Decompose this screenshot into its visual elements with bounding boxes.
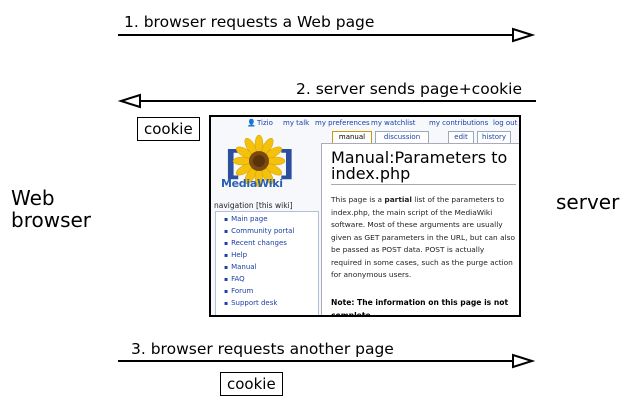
wiki-nav-heading: navigation [this wiki] bbox=[214, 201, 293, 210]
wiki-page-note: Note: The information on this page is no… bbox=[331, 298, 509, 317]
step-1-label: 1. browser requests a Web page bbox=[124, 13, 375, 31]
cookie-box-response: cookie bbox=[137, 117, 200, 141]
mediawiki-sunflower-logo-icon[interactable]: [ ] bbox=[223, 131, 295, 191]
wiki-content-area: Manual:Parameters to index.php This page… bbox=[321, 143, 519, 317]
wiki-nav-manual[interactable]: Manual bbox=[224, 263, 256, 271]
wiki-nav-box: Main page Community portal Recent change… bbox=[215, 211, 319, 315]
step-2-label: 2. server sends page+cookie bbox=[296, 80, 522, 98]
wiki-link-watchlist[interactable]: my watchlist bbox=[371, 119, 416, 127]
wiki-nav-forum[interactable]: Forum bbox=[224, 287, 253, 295]
wiki-body-rest: list of the parameters to index.php, the… bbox=[331, 195, 516, 279]
wiki-body-intro: This page is a bbox=[331, 195, 385, 204]
arrow-step-1 bbox=[118, 27, 536, 43]
wiki-link-preferences[interactable]: my preferences bbox=[315, 119, 370, 127]
wiki-page-body: This page is a partial list of the param… bbox=[331, 194, 516, 282]
svg-text:]: ] bbox=[279, 144, 295, 184]
wiki-link-logout[interactable]: log out bbox=[493, 119, 518, 127]
step-3-label: 3. browser requests another page bbox=[131, 340, 394, 358]
wiki-page-title: Manual:Parameters to index.php bbox=[331, 148, 508, 183]
user-icon: 👤 bbox=[247, 119, 256, 127]
wiki-nav-faq[interactable]: FAQ bbox=[224, 275, 245, 283]
wiki-title-rule bbox=[331, 184, 516, 185]
wiki-tab-manual[interactable]: manual bbox=[332, 131, 372, 143]
wiki-nav-recent-changes[interactable]: Recent changes bbox=[224, 239, 287, 247]
wiki-nav-community-portal[interactable]: Community portal bbox=[224, 227, 294, 235]
wiki-link-talk[interactable]: my talk bbox=[283, 119, 310, 127]
server-label: server bbox=[556, 190, 620, 214]
arrow-step-3 bbox=[118, 353, 536, 369]
web-browser-label: Web browser bbox=[11, 186, 92, 232]
wiki-page-screenshot: 👤 Tizio my talk my preferences my watchl… bbox=[209, 115, 521, 317]
wiki-body-bold: partial bbox=[384, 195, 412, 204]
wiki-tab-history[interactable]: history bbox=[477, 131, 511, 143]
wiki-logo-text: MediaWiki bbox=[221, 177, 283, 190]
wiki-nav-main-page[interactable]: Main page bbox=[224, 215, 267, 223]
wiki-link-user[interactable]: Tizio bbox=[257, 119, 273, 127]
cookie-box-request: cookie bbox=[220, 372, 283, 396]
wiki-nav-support-desk[interactable]: Support desk bbox=[224, 299, 277, 307]
wiki-tab-discussion[interactable]: discussion bbox=[375, 131, 429, 143]
wiki-tab-edit[interactable]: edit bbox=[448, 131, 474, 143]
wiki-link-contributions[interactable]: my contributions bbox=[429, 119, 489, 127]
arrow-step-2 bbox=[117, 93, 536, 109]
wiki-user-links: 👤 Tizio my talk my preferences my watchl… bbox=[211, 117, 519, 131]
wiki-nav-help[interactable]: Help bbox=[224, 251, 247, 259]
